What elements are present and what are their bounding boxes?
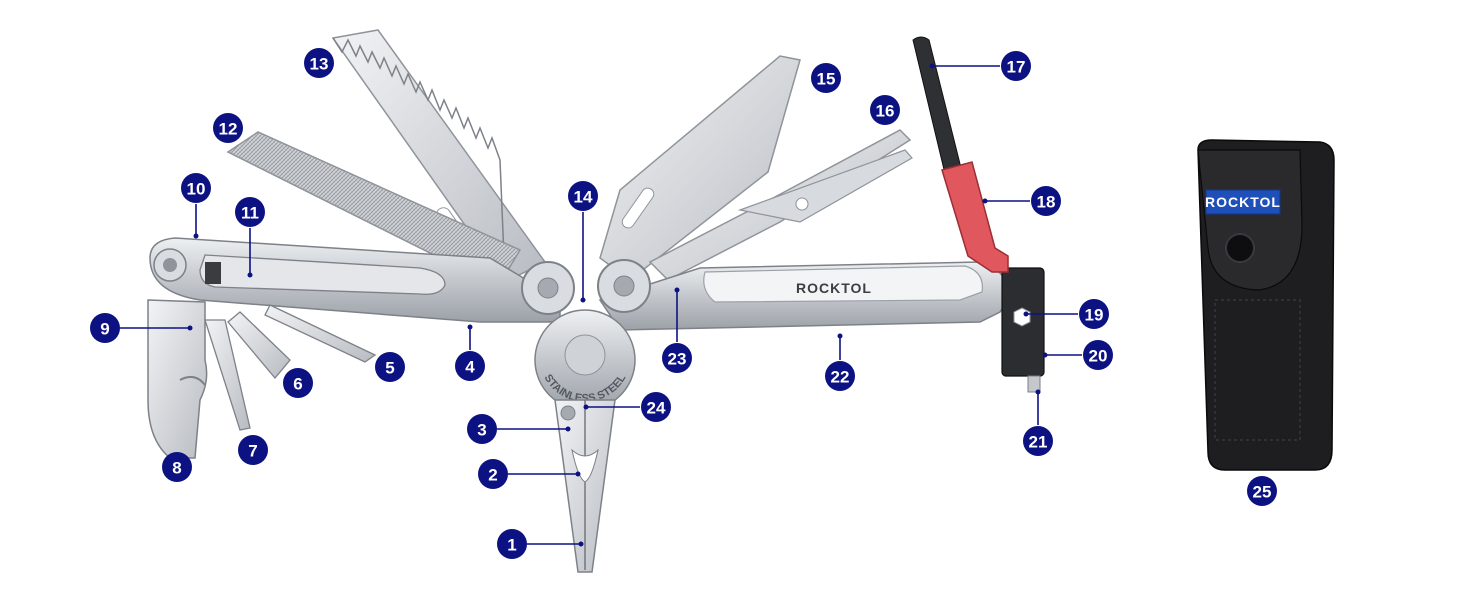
- callout-16: 16: [870, 95, 900, 125]
- callout-19-label: 19: [1085, 306, 1104, 325]
- callout-21: 21: [1023, 426, 1053, 456]
- callout-17-label: 17: [1007, 58, 1026, 77]
- plier-head: STAINLESS STEEL: [534, 309, 636, 573]
- leader-lines: [120, 65, 1082, 545]
- callout-9-label: 9: [100, 320, 109, 339]
- callout-11-label: 11: [241, 204, 259, 223]
- hammer-head: [1001, 267, 1045, 393]
- callout-6-label: 6: [293, 375, 302, 394]
- callout-6: 6: [283, 368, 313, 398]
- handle-brand-label: ROCKTOL: [796, 280, 872, 296]
- callout-7-label: 7: [248, 442, 257, 461]
- callouts: 1 2 3 4 5 6 7 8 9 10 11 12 13 14 15 16 1…: [90, 48, 1277, 559]
- callout-5: 5: [375, 352, 405, 382]
- callout-25: 25: [1247, 476, 1277, 506]
- ferro-rod: [912, 36, 1009, 273]
- callout-1-label: 1: [507, 536, 516, 555]
- leader-endpoints: [187, 63, 1048, 547]
- callout-13: 13: [304, 48, 334, 78]
- right-handle: ROCKTOL: [598, 261, 1009, 331]
- multitool-illustration: ROCKTOL STAINLESS STEEL: [147, 29, 1335, 573]
- callout-19: 19: [1079, 299, 1109, 329]
- callout-11: 11: [235, 197, 265, 227]
- callout-23: 23: [662, 343, 692, 373]
- callout-18: 18: [1031, 186, 1061, 216]
- callout-4-label: 4: [465, 358, 475, 377]
- callout-20: 20: [1083, 340, 1113, 370]
- handle-tools: [147, 299, 377, 459]
- callout-9: 9: [90, 313, 120, 343]
- callout-3-label: 3: [477, 421, 486, 440]
- left-handle: [149, 237, 561, 323]
- callout-18-label: 18: [1037, 193, 1056, 212]
- callout-22-label: 22: [831, 368, 850, 387]
- callout-4: 4: [455, 351, 485, 381]
- callout-14-label: 14: [574, 188, 593, 207]
- callout-25-label: 25: [1253, 483, 1272, 502]
- callout-10-label: 10: [187, 180, 206, 199]
- callout-20-label: 20: [1089, 347, 1108, 366]
- callout-13-label: 13: [310, 55, 329, 74]
- callout-5-label: 5: [385, 359, 394, 378]
- callout-23-label: 23: [668, 350, 687, 369]
- callout-1: 1: [497, 529, 527, 559]
- sheath-brand-label: ROCKTOL: [1205, 194, 1281, 210]
- callout-7: 7: [238, 435, 268, 465]
- callout-2-label: 2: [488, 466, 497, 485]
- callout-15: 15: [811, 63, 841, 93]
- callout-3: 3: [467, 414, 497, 444]
- callout-2: 2: [478, 459, 508, 489]
- callout-14: 14: [568, 181, 598, 211]
- callout-22: 22: [825, 361, 855, 391]
- callout-8-label: 8: [172, 459, 181, 478]
- callout-8: 8: [162, 452, 192, 482]
- sheath: ROCKTOL: [1197, 139, 1335, 471]
- callout-17: 17: [1001, 51, 1031, 81]
- callout-12: 12: [213, 113, 243, 143]
- callout-12-label: 12: [219, 120, 238, 139]
- callout-24-label: 24: [647, 399, 666, 418]
- callout-10: 10: [181, 173, 211, 203]
- callout-15-label: 15: [817, 70, 836, 89]
- callout-16-label: 16: [876, 102, 895, 121]
- callout-21-label: 21: [1029, 433, 1048, 452]
- callout-24: 24: [641, 392, 671, 422]
